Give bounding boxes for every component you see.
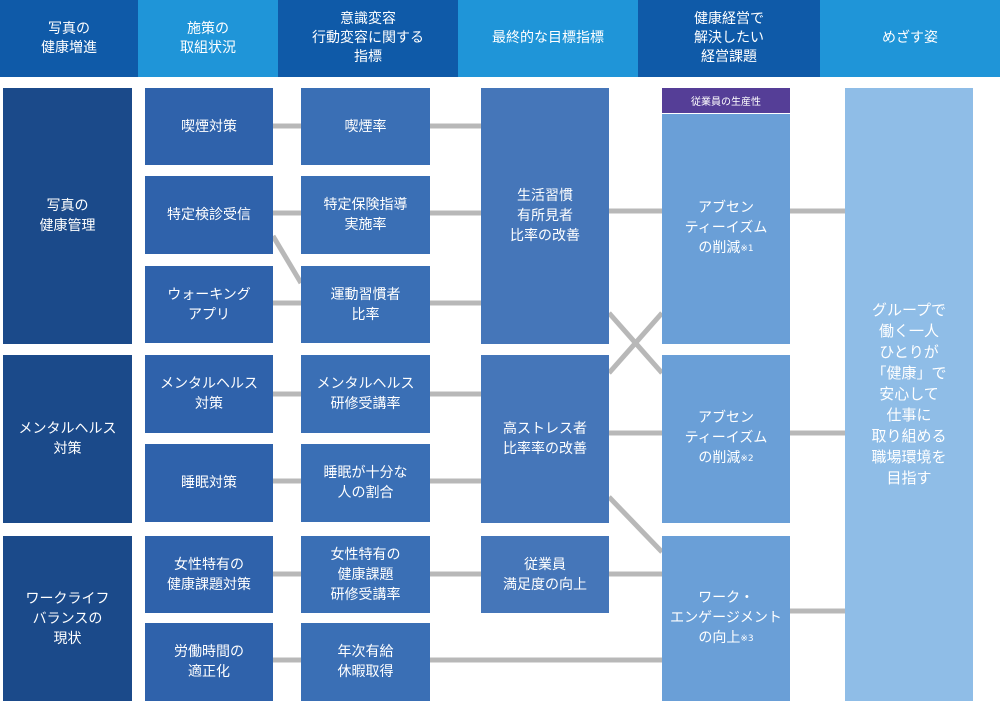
issue-absenteeism-1: アブセン ティーイズム の削減※1 (662, 114, 790, 344)
indicator-smoking-rate: 喫煙率 (301, 88, 430, 165)
indicator-guidance-rate: 特定保険指導 実施率 (301, 176, 430, 254)
indicator-female-training: 女性特有の 健康課題 研修受講率 (301, 536, 430, 613)
header-behavior-indicators: 意識変容 行動変容に関する 指標 (278, 0, 458, 77)
footnote-2: ※2 (740, 454, 754, 464)
header-measures: 施策の 取組状況 (138, 0, 278, 77)
header-vision: めざす姿 (820, 0, 1000, 77)
goal-lifestyle-improvement: 生活習慣 有所見者 比率の改善 (481, 88, 609, 344)
header-business-issues: 健康経営で 解決したい 経営課題 (638, 0, 820, 77)
connector-stress-engagement (607, 495, 664, 554)
issue-work-engagement-label: ワーク・ エンゲージメント の向上※3 (670, 589, 782, 646)
category-mental-health: メンタルヘルス 対策 (3, 355, 132, 523)
measure-smoking: 喫煙対策 (145, 88, 273, 165)
indicator-exercise-rate: 運動習慣者 比率 (301, 266, 430, 343)
footnote-1: ※1 (740, 244, 754, 254)
measure-female-health: 女性特有の 健康課題対策 (145, 536, 273, 613)
goal-employee-satisfaction: 従業員 満足度の向上 (481, 536, 609, 613)
indicator-sleep-ratio: 睡眠が十分な 人の割合 (301, 444, 430, 522)
productivity-tag: 従業員の生産性 (662, 88, 790, 113)
measure-sleep: 睡眠対策 (145, 444, 273, 522)
issue-work-engagement: ワーク・ エンゲージメント の向上※3 (662, 536, 790, 701)
category-work-life-balance: ワークライフ バランスの 現状 (3, 536, 132, 701)
category-health-management: 写真の 健康管理 (3, 88, 132, 344)
indicator-mental-training: メンタルヘルス 研修受講率 (301, 355, 430, 433)
issue-absenteeism-1-label: アブセン ティーイズム の削減※1 (684, 200, 768, 256)
measure-working-hours: 労働時間の 適正化 (145, 623, 273, 701)
connector-stress-abs1 (607, 311, 664, 375)
measure-mental-health: メンタルヘルス 対策 (145, 355, 273, 433)
header-health-promotion: 写真の 健康増進 (0, 0, 138, 77)
measure-checkup: 特定検診受信 (145, 176, 273, 254)
footnote-3: ※3 (740, 633, 754, 644)
connector-checkup-exercise (270, 234, 304, 285)
vision-statement: グループで 働く一人 ひとりが 「健康」で 安心して 仕事に 取り組める 職場環… (845, 88, 973, 701)
goal-stress-improvement: 高ストレス者 比率率の改善 (481, 355, 609, 523)
issue-absenteeism-2: アブセン ティーイズム の削減※2 (662, 355, 790, 523)
header-final-goals: 最終的な目標指標 (458, 0, 638, 77)
measure-walking-app: ウォーキング アプリ (145, 266, 273, 343)
indicator-paid-leave: 年次有給 休暇取得 (301, 623, 430, 701)
issue-absenteeism-2-label: アブセン ティーイズム の削減※2 (684, 410, 768, 466)
